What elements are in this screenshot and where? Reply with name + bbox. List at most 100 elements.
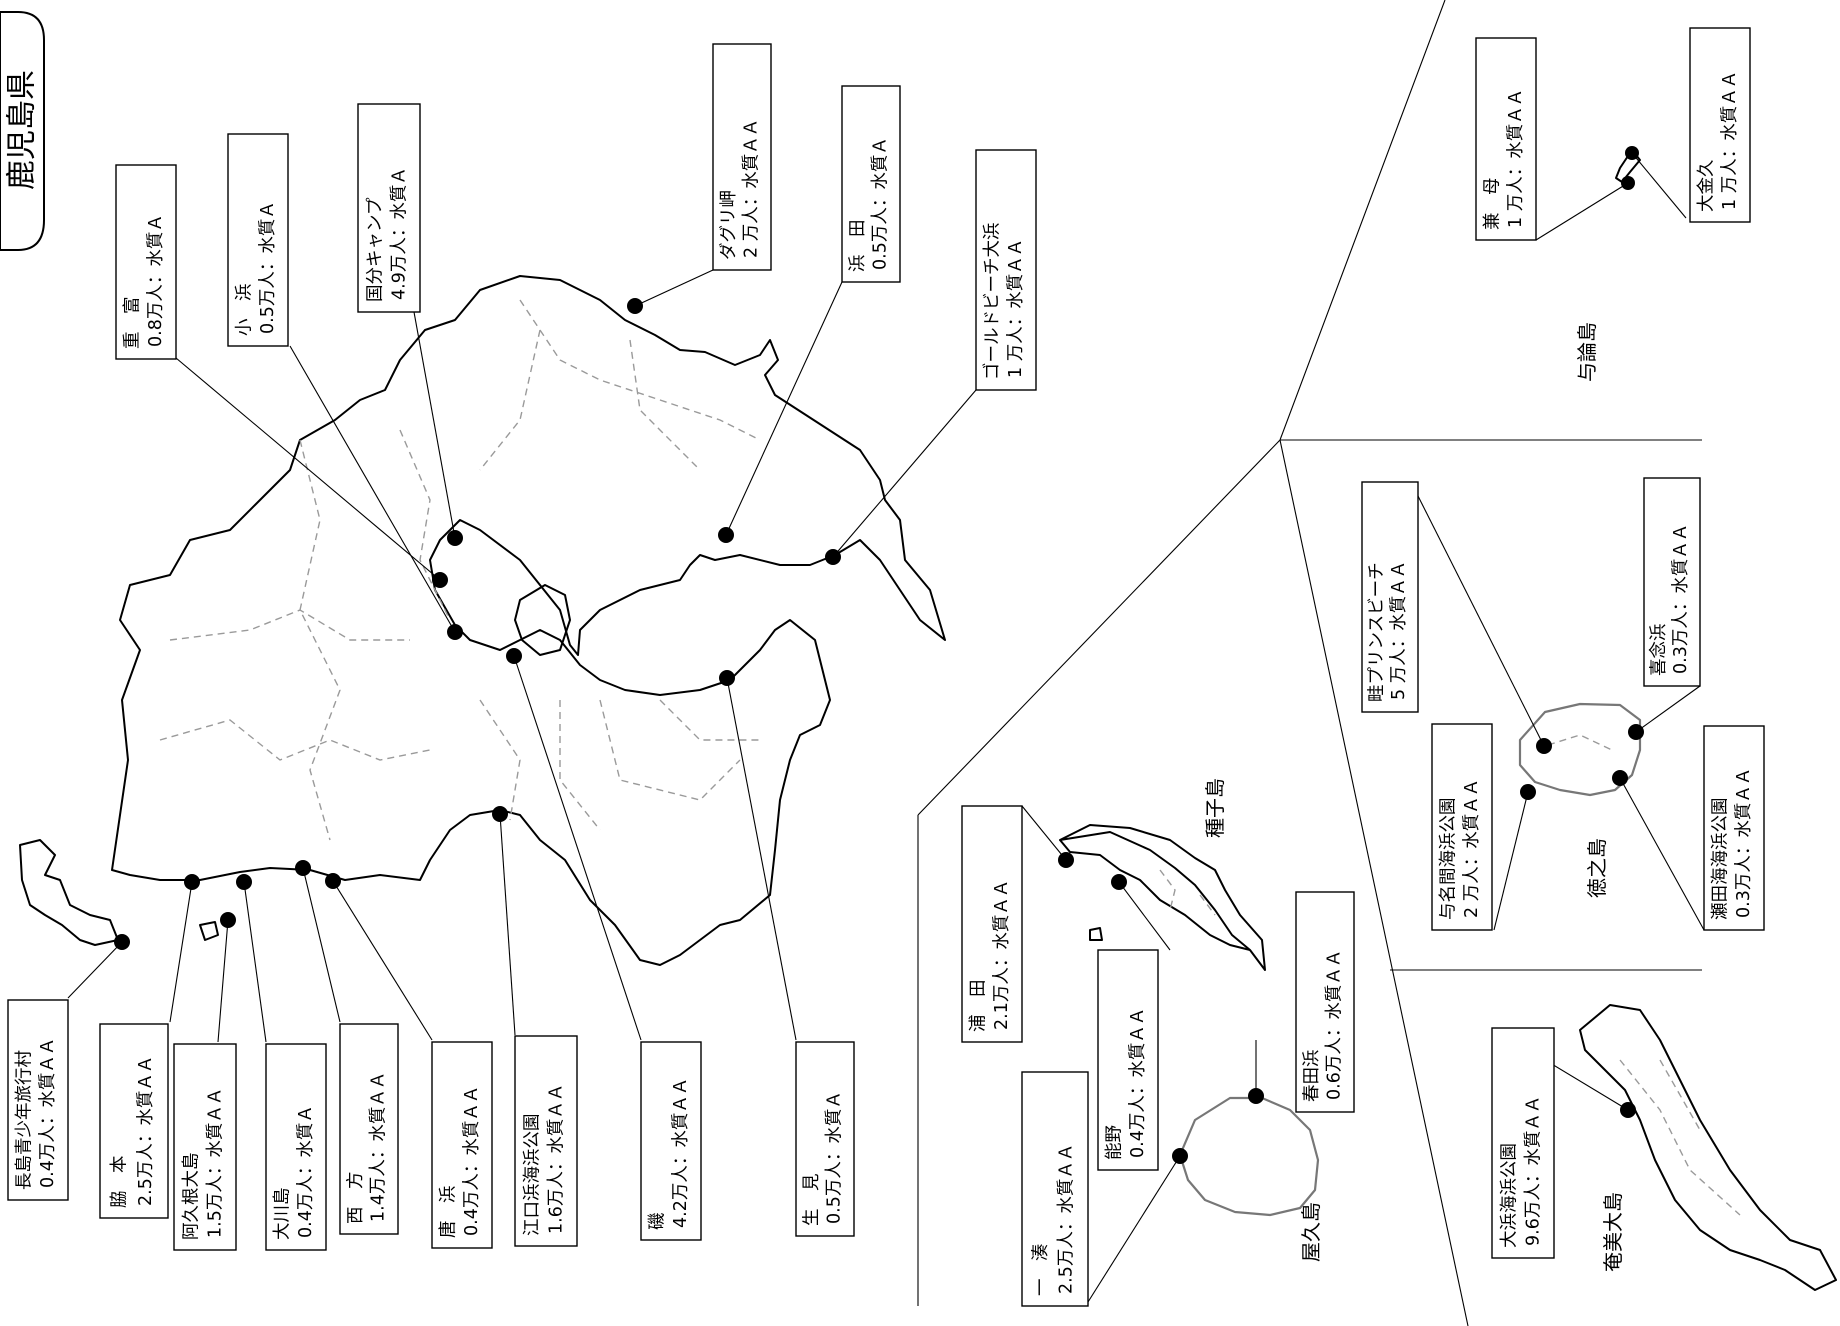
island-label-tokunoshima: 徳之島	[1585, 838, 1609, 898]
island-label-yoron: 与論島	[1575, 322, 1599, 382]
beach-name: 兼 母	[1483, 178, 1503, 231]
label-box	[1097, 949, 1159, 1171]
beach-stats: 0.5万人：水質Ａ	[825, 1091, 845, 1224]
beach-stats: 0.4万人：水質ＡＡ	[462, 1086, 482, 1236]
map-title: 鹿児島県	[0, 11, 45, 251]
title-text: 鹿児島県	[5, 70, 40, 190]
label-box	[640, 1041, 702, 1241]
beach-name: 阿久根大島	[181, 1153, 201, 1241]
label-box	[1475, 37, 1537, 241]
label-box	[712, 43, 772, 271]
beach-name: 西 方	[346, 1172, 366, 1225]
beach-stats: 2 万人：水質ＡＡ	[742, 119, 762, 258]
yakushima: 屋久島	[1087, 1040, 1323, 1303]
inset-dividers	[917, 0, 1702, 1326]
beach-name: 小 浜	[235, 284, 255, 337]
label-box	[961, 805, 1023, 1043]
beach-stats: 0.5万人：水質Ａ	[871, 137, 891, 270]
label-box	[1689, 27, 1751, 223]
beach-name: 喜念浜	[1648, 624, 1669, 677]
beach-stats: 1.6万人：水質ＡＡ	[547, 1084, 567, 1234]
beach-stats: 2.5万人：水質ＡＡ	[136, 1056, 156, 1206]
label-box	[975, 149, 1037, 391]
beach-stats: 0.8万人：水質Ａ	[146, 214, 166, 347]
beach-name: 江口浜海浜公園	[522, 1114, 542, 1237]
beach-name: 一 湊	[1031, 1244, 1051, 1297]
beach-name: 大金久	[1697, 160, 1717, 213]
beach-label: 脇 本 2.5万人：水質ＡＡ	[99, 1023, 169, 1219]
beach-stats: 9.6万人：水質ＡＡ	[1524, 1096, 1544, 1246]
label-box	[1361, 481, 1419, 713]
beach-name: 大浜海浜公園	[1499, 1143, 1519, 1248]
label-box	[841, 85, 901, 283]
label-box	[1295, 891, 1355, 1113]
beach-name: 重 富	[123, 297, 143, 350]
beach-stats: 0.5万人：水質Ａ	[258, 201, 278, 334]
mainland	[19, 275, 946, 966]
beach-stats: 0.4万人：水質ＡＡ	[1128, 1008, 1148, 1158]
beach-label: 一 湊 2.5万人：水質ＡＡ	[1021, 1071, 1089, 1307]
label-box	[99, 1023, 169, 1219]
beach-stats: 4.2万人：水質ＡＡ	[671, 1078, 691, 1228]
beach-name: 長島青少年旅行村	[15, 1050, 35, 1190]
beach-name: 与名間海浜公園	[1439, 798, 1459, 921]
beach-name: 脇 本	[109, 1156, 129, 1209]
beach-stats: 0.4万人：水質Ａ	[296, 1105, 316, 1238]
island-label-yakushima: 屋久島	[1299, 1202, 1323, 1262]
beach-name: 瀬田海海浜公園	[1711, 798, 1731, 921]
label-box	[173, 1043, 237, 1251]
label-box	[514, 1035, 578, 1247]
label-box	[357, 103, 421, 313]
label-box	[115, 164, 177, 360]
beach-stats: 1 万人：水質ＡＡ	[1506, 89, 1526, 228]
label-box	[265, 1043, 327, 1251]
beach-name: 春田浜	[1302, 1050, 1322, 1103]
island-label-tanegashima: 種子島	[1203, 778, 1227, 838]
beach-name: ダグリ岬	[719, 190, 739, 260]
beach-name: 磯	[648, 1213, 668, 1231]
mainland-sites	[67, 269, 977, 1043]
beach-name: 生 見	[802, 1174, 822, 1227]
beach-name: 唐 浜	[438, 1186, 459, 1239]
label-box	[795, 1041, 855, 1237]
beach-name: 浜 田	[848, 220, 868, 273]
label-box	[227, 133, 289, 347]
beach-stats: 2 万人：水質ＡＡ	[1462, 779, 1482, 918]
beach-name: 浦 田	[969, 980, 989, 1033]
beach-stats: 2.1万人：水質ＡＡ	[992, 880, 1012, 1030]
beach-stats: 1.5万人：水質ＡＡ	[206, 1088, 226, 1238]
beach-name: 能野	[1105, 1125, 1125, 1160]
beach-stats: 0.3万人：水質ＡＡ	[1734, 768, 1754, 918]
beach-stats: 1 万人：水質ＡＡ	[1720, 71, 1740, 210]
island-label-amami: 奄美大島	[1601, 1192, 1625, 1272]
beach-stats: 1.4万人：水質ＡＡ	[369, 1072, 389, 1222]
beach-stats: 0.3万人：水質ＡＡ	[1671, 524, 1691, 674]
beach-stats: 2.5万人：水質ＡＡ	[1057, 1144, 1077, 1294]
tanegashima: 種子島	[1021, 778, 1266, 971]
beach-stats: 4.9万人：水質Ａ	[390, 167, 410, 300]
